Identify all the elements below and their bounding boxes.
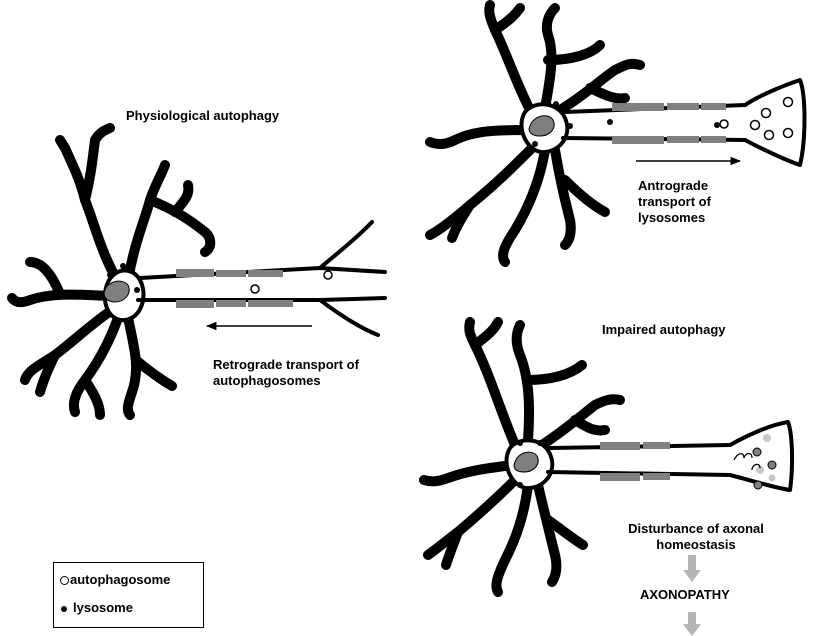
legend-row-lysosome: lysosome	[60, 600, 133, 615]
microtubules	[612, 103, 726, 144]
nucleus	[528, 115, 555, 137]
caption-anterograde-line2: transport of	[638, 194, 711, 209]
nucleus	[103, 280, 130, 303]
caption-anterograde: Antrograde transport of lysosomes	[638, 178, 711, 226]
lysosome-symbol-icon	[61, 605, 67, 612]
flow-arrows	[683, 555, 701, 636]
axon	[136, 220, 387, 337]
autophagosome-symbol-icon	[60, 576, 69, 586]
legend-autophagosome-label: autophagosome	[70, 572, 171, 587]
caption-retrograde-line1: Retrograde transport of	[213, 357, 359, 372]
neuron-anterograde	[425, 0, 807, 267]
legend-row-autophagosome: autophagosome	[60, 572, 170, 587]
caption-retrograde: Retrograde transport of autophagosomes	[213, 357, 359, 389]
caption-anterograde-line3: lysosomes	[638, 210, 706, 225]
caption-disturbance-line1: Disturbance of axonal	[628, 521, 764, 536]
lysosomes	[107, 263, 140, 293]
nucleus	[513, 451, 539, 473]
lysosomes	[517, 440, 543, 488]
dendrites	[7, 123, 216, 420]
microtubules	[600, 442, 670, 481]
caption-disturbance-line2: homeostasis	[656, 537, 736, 552]
neuron-physiological	[7, 123, 387, 420]
lysosomes	[532, 101, 720, 147]
legend-lysosome-label: lysosome	[73, 600, 133, 615]
caption-anterograde-line1: Antrograde	[638, 178, 709, 193]
dendrites	[425, 0, 645, 267]
flow-arrow-1	[683, 555, 701, 582]
caption-retrograde-line2: autophagosomes	[213, 373, 321, 388]
dendrites	[419, 317, 625, 597]
microtubules	[176, 269, 293, 308]
caption-disturbance: Disturbance of axonal homeostasis	[614, 521, 778, 553]
impaired-vesicles	[733, 434, 777, 490]
axonopathy-label: AXONOPATHY	[640, 587, 730, 602]
neuron-impaired	[419, 317, 795, 597]
autophagosomes	[719, 96, 794, 141]
title-physiological: Physiological autophagy	[126, 108, 280, 123]
flow-arrow-2	[683, 612, 701, 636]
autophagosomes	[250, 270, 333, 294]
title-impaired: Impaired autophagy	[602, 322, 726, 337]
legend: autophagosome lysosome	[53, 562, 204, 628]
